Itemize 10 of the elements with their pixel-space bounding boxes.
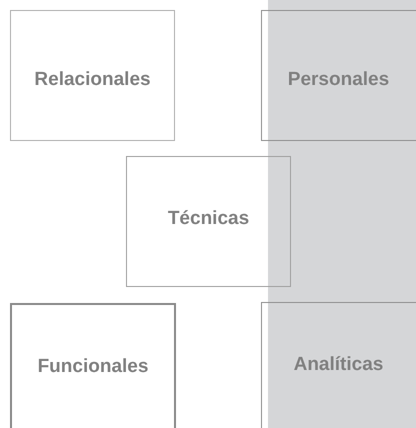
category-label: Relacionales <box>33 69 152 91</box>
category-label: Funcionales <box>36 356 150 378</box>
category-label: Personales <box>286 69 390 91</box>
category-label: Analíticas <box>292 354 384 376</box>
category-box <box>261 302 416 428</box>
category-label: Técnicas <box>166 208 250 230</box>
category-box <box>10 303 176 428</box>
category-box <box>126 156 291 287</box>
category-box <box>10 10 175 141</box>
category-box <box>261 10 416 141</box>
